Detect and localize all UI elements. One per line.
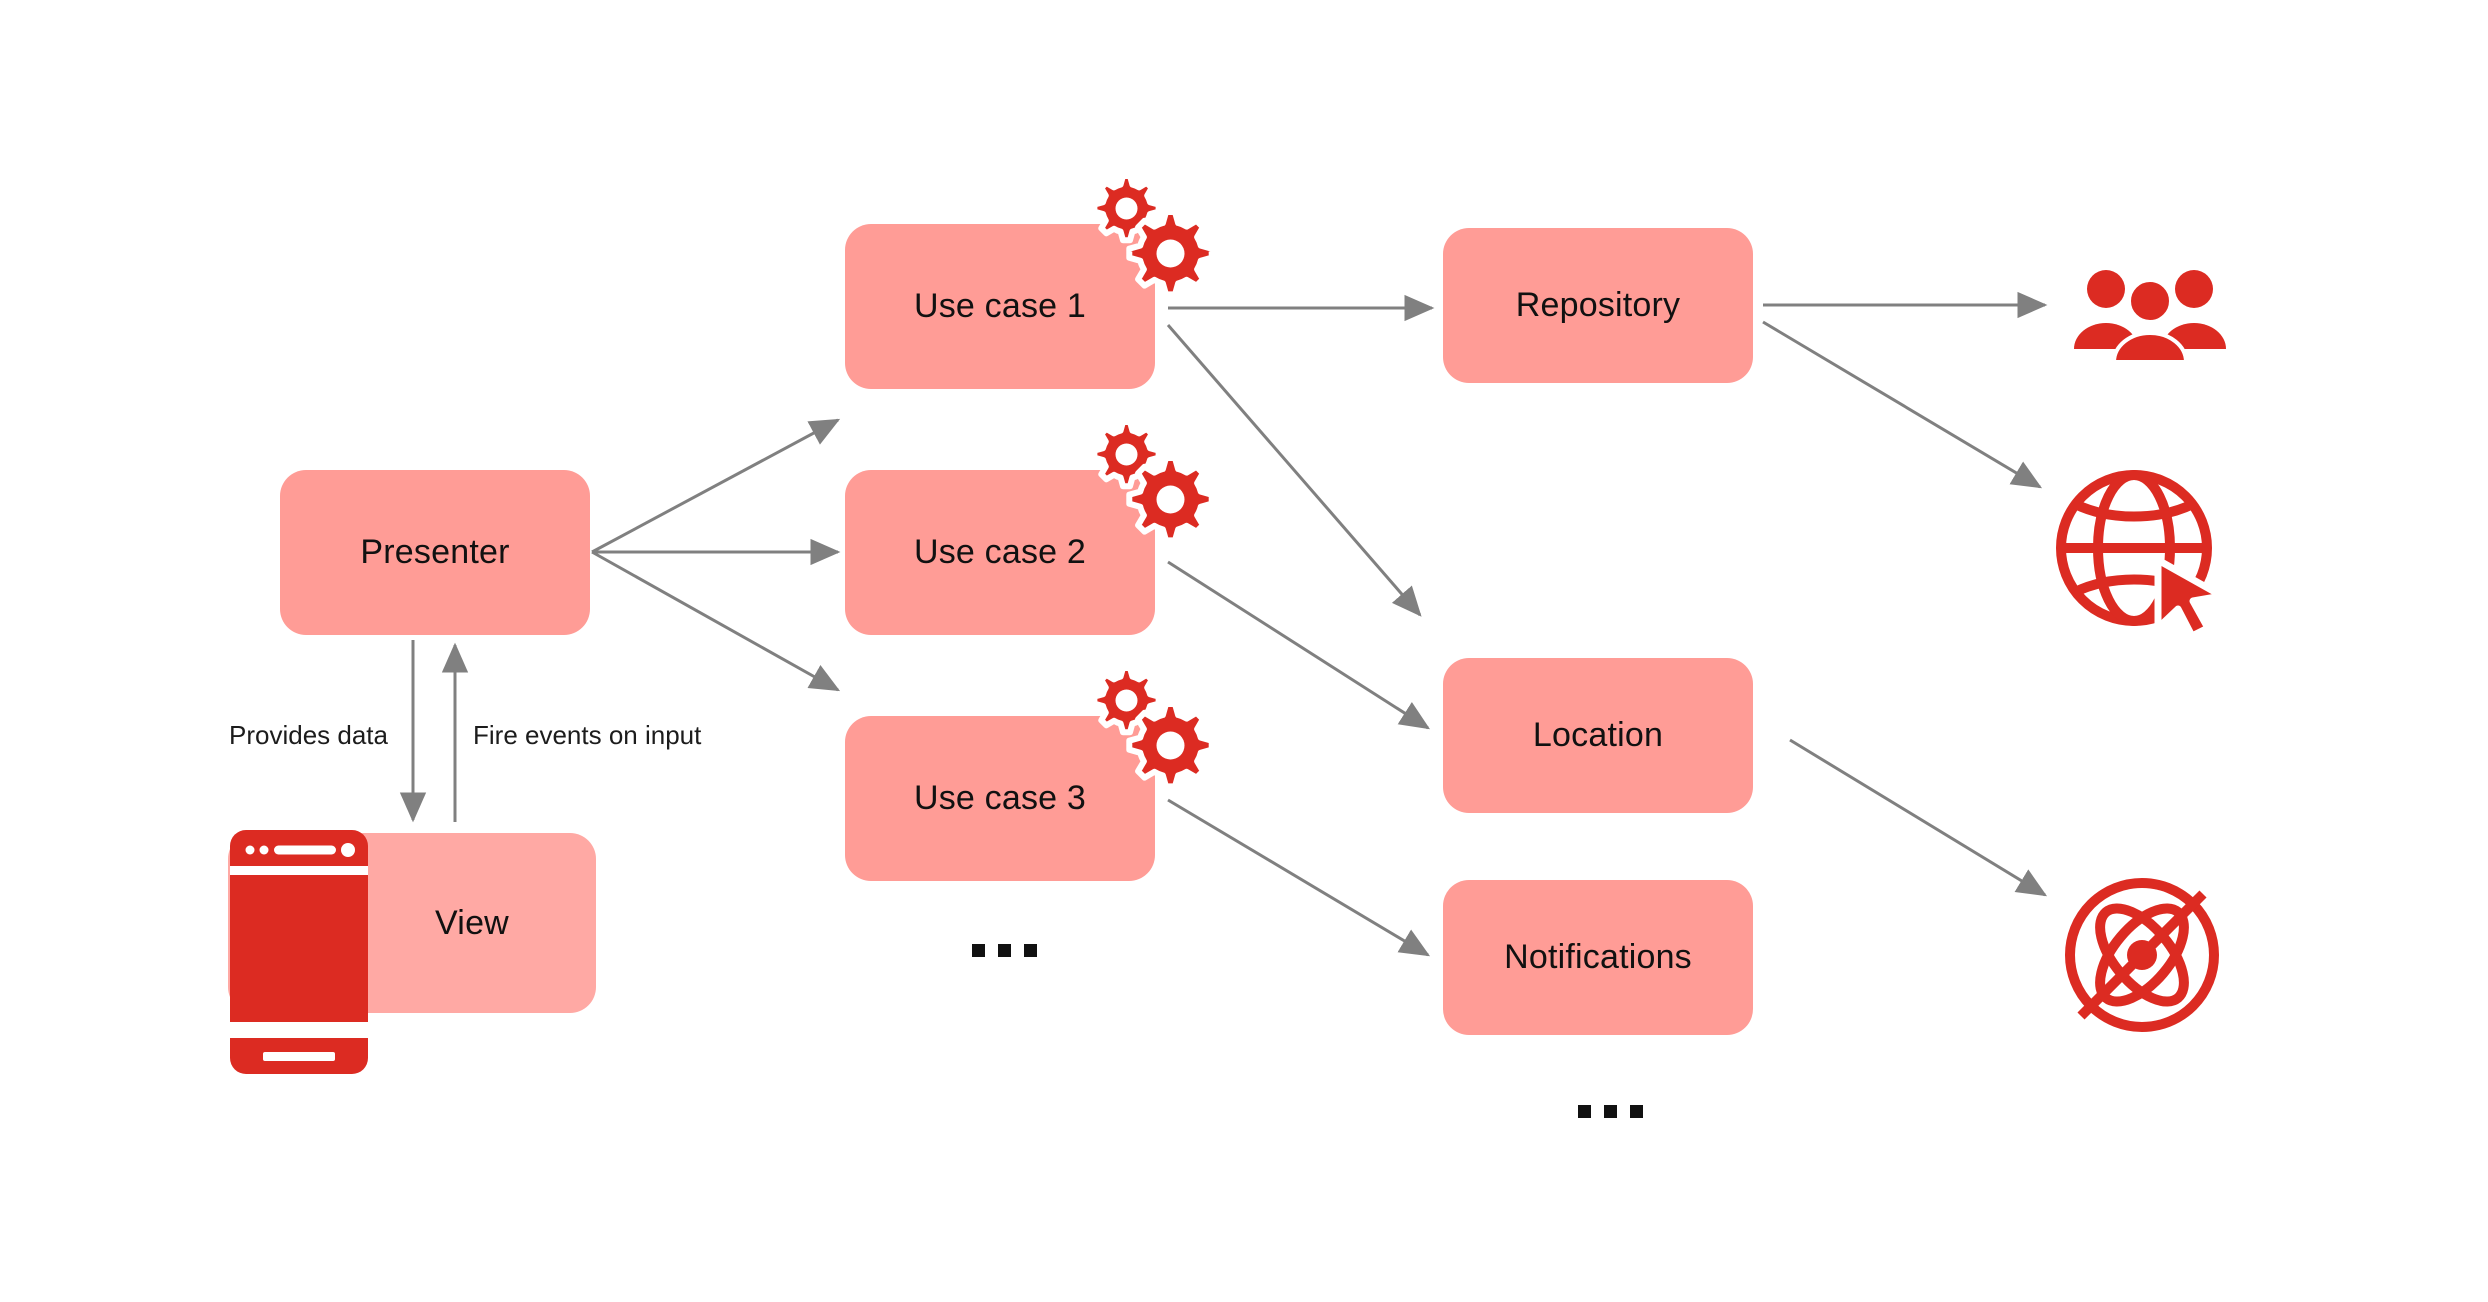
connector-presenter-to-usecase1 xyxy=(591,418,841,554)
data-source-ellipsis xyxy=(1578,1105,1643,1118)
node-notifications[interactable]: Notifications xyxy=(1443,880,1753,1035)
node-usecase-3-label: Use case 3 xyxy=(913,779,1087,817)
node-location-label: Location xyxy=(1532,716,1664,754)
ellipsis-dot xyxy=(1604,1105,1617,1118)
node-repository-label: Repository xyxy=(1515,286,1681,324)
users-group-icon xyxy=(2074,270,2226,364)
mobile-phone-icon xyxy=(230,830,368,1074)
ellipsis-dot xyxy=(1630,1105,1643,1118)
edge-label-fire-events-on-input: Fire events on input xyxy=(473,720,702,750)
atom-disabled-icon xyxy=(2065,878,2219,1032)
use-case-ellipsis xyxy=(972,944,1037,957)
ellipsis-dot xyxy=(998,944,1011,957)
connector-usecase3-to-notifications xyxy=(1167,798,1431,957)
node-repository[interactable]: Repository xyxy=(1443,228,1753,383)
node-presenter-label: Presenter xyxy=(360,533,510,571)
ellipsis-dot xyxy=(972,944,985,957)
edge-label-provides-data: Provides data xyxy=(229,720,388,750)
connector-location-to-atom xyxy=(1789,738,2048,897)
connector-presenter-to-usecase3 xyxy=(591,550,841,692)
ellipsis-dot xyxy=(1578,1105,1591,1118)
node-usecase-1-label: Use case 1 xyxy=(913,287,1087,325)
connector-repository-to-globe xyxy=(1762,320,2043,489)
node-presenter[interactable]: Presenter xyxy=(280,470,590,635)
node-usecase-2[interactable]: Use case 2 xyxy=(845,470,1155,635)
connector-usecase1-to-location xyxy=(1166,324,1422,617)
node-usecase-3[interactable]: Use case 3 xyxy=(845,716,1155,881)
ellipsis-dot xyxy=(1024,944,1037,957)
node-location[interactable]: Location xyxy=(1443,658,1753,813)
node-usecase-2-label: Use case 2 xyxy=(913,533,1087,571)
globe-cursor-icon xyxy=(2056,470,2226,633)
node-usecase-1[interactable]: Use case 1 xyxy=(845,224,1155,389)
node-notifications-label: Notifications xyxy=(1504,938,1692,976)
connector-usecase2-to-location xyxy=(1167,560,1431,730)
node-view-label: View xyxy=(435,903,509,942)
